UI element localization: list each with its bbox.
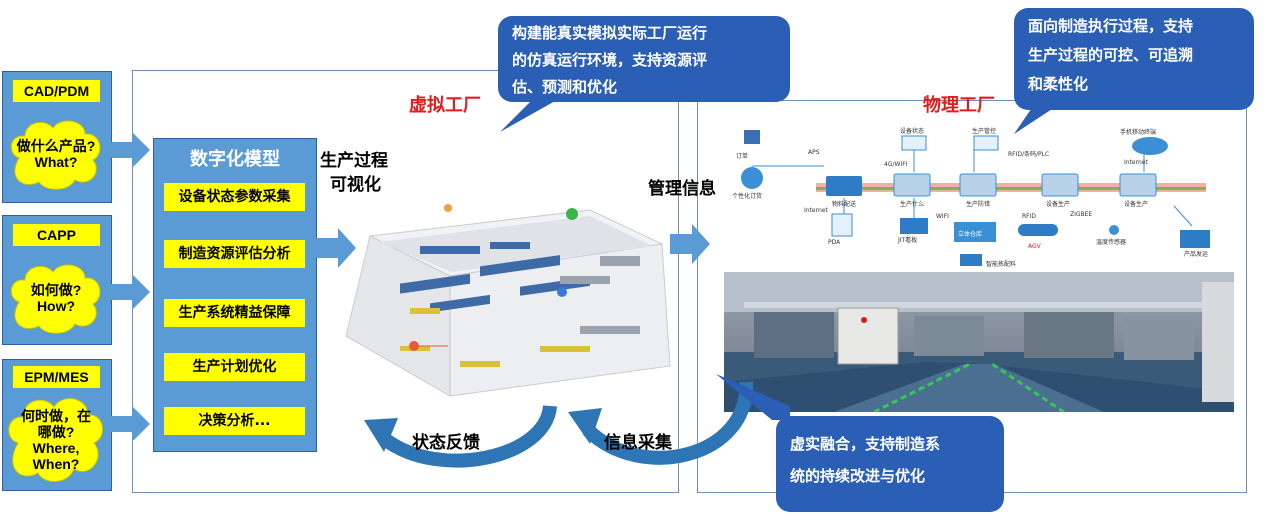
flow-label: 立体仓库	[958, 230, 982, 238]
question-en-line2: When?	[32, 456, 80, 472]
visualization-label-line1: 生产过程	[320, 151, 388, 171]
flow-label: RFID/条码/PLC	[1008, 150, 1049, 158]
callout-line: 和柔性化	[1028, 75, 1089, 93]
flow-label: 物料配送	[832, 200, 856, 208]
virtual-factory-title: 虚拟工厂	[409, 95, 481, 116]
question-cloud: 何时做，在 哪做? Where, When?	[4, 393, 108, 487]
virtual-factory-callout: 构建能真实模拟实际工厂运行 的仿真运行环境，支持资源评 估、预测和优化	[498, 16, 790, 102]
flow-label: 设备状态	[900, 127, 924, 135]
flow-label: 生产管控	[972, 127, 996, 135]
fusion-callout: 虚实融合，支持制造系 统的持续改进与优化	[776, 416, 1004, 512]
flow-label: APS	[808, 149, 820, 156]
info-collection-arrow	[568, 381, 754, 465]
production-flow-diagram: 订单 个性化订货 APS Internet 物料配送 PDA 设备状态 4G/W…	[724, 126, 1234, 272]
flow-label: 4G/WIFI	[884, 161, 908, 168]
flow-label: JIT看板	[897, 236, 917, 244]
flow-label: 订单	[736, 152, 748, 160]
flow-label: RFID	[1022, 213, 1036, 220]
callout-pointer	[716, 374, 790, 420]
arrow-right-icon	[110, 406, 150, 440]
question-en-line1: Where,	[32, 440, 80, 456]
input-system-label: EPM/MES	[13, 366, 100, 388]
flow-label: 生产什么	[900, 200, 924, 208]
flow-label: 个性化订货	[732, 192, 762, 200]
question-cn: 如何做?	[30, 282, 82, 298]
visualization-label-line2: 可视化	[330, 175, 381, 195]
callout-line: 统的持续改进与优化	[790, 467, 926, 485]
flow-label: 智能拣配料	[986, 260, 1016, 268]
flow-label: ZIGBEE	[1070, 211, 1092, 218]
model-item: 生产计划优化	[164, 353, 305, 381]
model-item: 决策分析...	[164, 407, 305, 435]
question-en: What?	[34, 154, 78, 170]
flow-label: AGV	[1028, 243, 1042, 250]
digital-model-panel: 数字化模型 设备状态参数采集 制造资源评估分析 生产系统精益保障 生产计划优化 …	[153, 138, 317, 452]
callout-line: 生产过程的可控、可追溯	[1028, 46, 1194, 64]
arrow-right-icon	[110, 132, 150, 168]
arrow-right-icon	[670, 224, 710, 264]
callout-pointer	[500, 96, 564, 132]
status-feedback-label: 状态反馈	[412, 433, 480, 453]
question-cloud: 如何做? How?	[5, 258, 107, 338]
flow-label: PDA	[828, 239, 841, 246]
info-collection-label: 信息采集	[604, 433, 672, 453]
model-item: 设备状态参数采集	[164, 183, 305, 211]
model-item: 生产系统精益保障	[164, 299, 305, 327]
flow-label: 温度传感器	[1096, 238, 1126, 246]
flow-label: 手机移动终端	[1120, 128, 1156, 136]
callout-line: 虚实融合，支持制造系	[790, 435, 941, 453]
physical-factory-photo	[724, 272, 1234, 412]
input-box-epm-mes: EPM/MES 何时做，在 哪做? Where, When?	[2, 359, 112, 491]
callout-line: 构建能真实模拟实际工厂运行	[512, 24, 708, 42]
callout-line: 的仿真运行环境，支持资源评	[512, 51, 708, 69]
flow-label: 生产防错	[966, 200, 990, 208]
question-cn-line1: 何时做，在	[21, 408, 91, 424]
question-cloud: 做什么产品? What?	[5, 114, 107, 194]
input-system-label: CAD/PDM	[13, 80, 100, 102]
flow-label: 设备生产	[1046, 200, 1070, 208]
model-item: 制造资源评估分析	[164, 240, 305, 268]
callout-line: 面向制造执行过程，支持	[1028, 17, 1194, 35]
flow-label: Internet	[1124, 159, 1148, 166]
question-cn-line2: 哪做?	[37, 424, 75, 440]
flow-label: WIFI	[936, 213, 949, 220]
callout-line: 估、预测和优化	[512, 78, 618, 96]
input-box-capp: CAPP 如何做? How?	[2, 215, 112, 345]
input-arrows	[110, 132, 150, 440]
flow-label: 产品发运	[1184, 250, 1208, 258]
physical-factory-title: 物理工厂	[923, 95, 995, 116]
physical-factory-callout: 面向制造执行过程，支持 生产过程的可控、可追溯 和柔性化	[1014, 8, 1254, 110]
flow-label: 设备生产	[1124, 200, 1148, 208]
virtual-factory-3d-model	[345, 204, 671, 397]
input-box-cad-pdm: CAD/PDM 做什么产品? What?	[2, 71, 112, 203]
digital-model-title: 数字化模型	[190, 149, 280, 170]
question-en: How?	[36, 298, 76, 314]
arrow-right-icon	[316, 228, 356, 268]
input-system-label: CAPP	[13, 224, 100, 246]
flow-label: Internet	[804, 207, 828, 214]
question-cn: 做什么产品?	[16, 138, 96, 154]
management-info-label: 管理信息	[648, 179, 716, 199]
status-feedback-arrow	[364, 404, 557, 468]
arrow-right-icon	[110, 274, 150, 310]
